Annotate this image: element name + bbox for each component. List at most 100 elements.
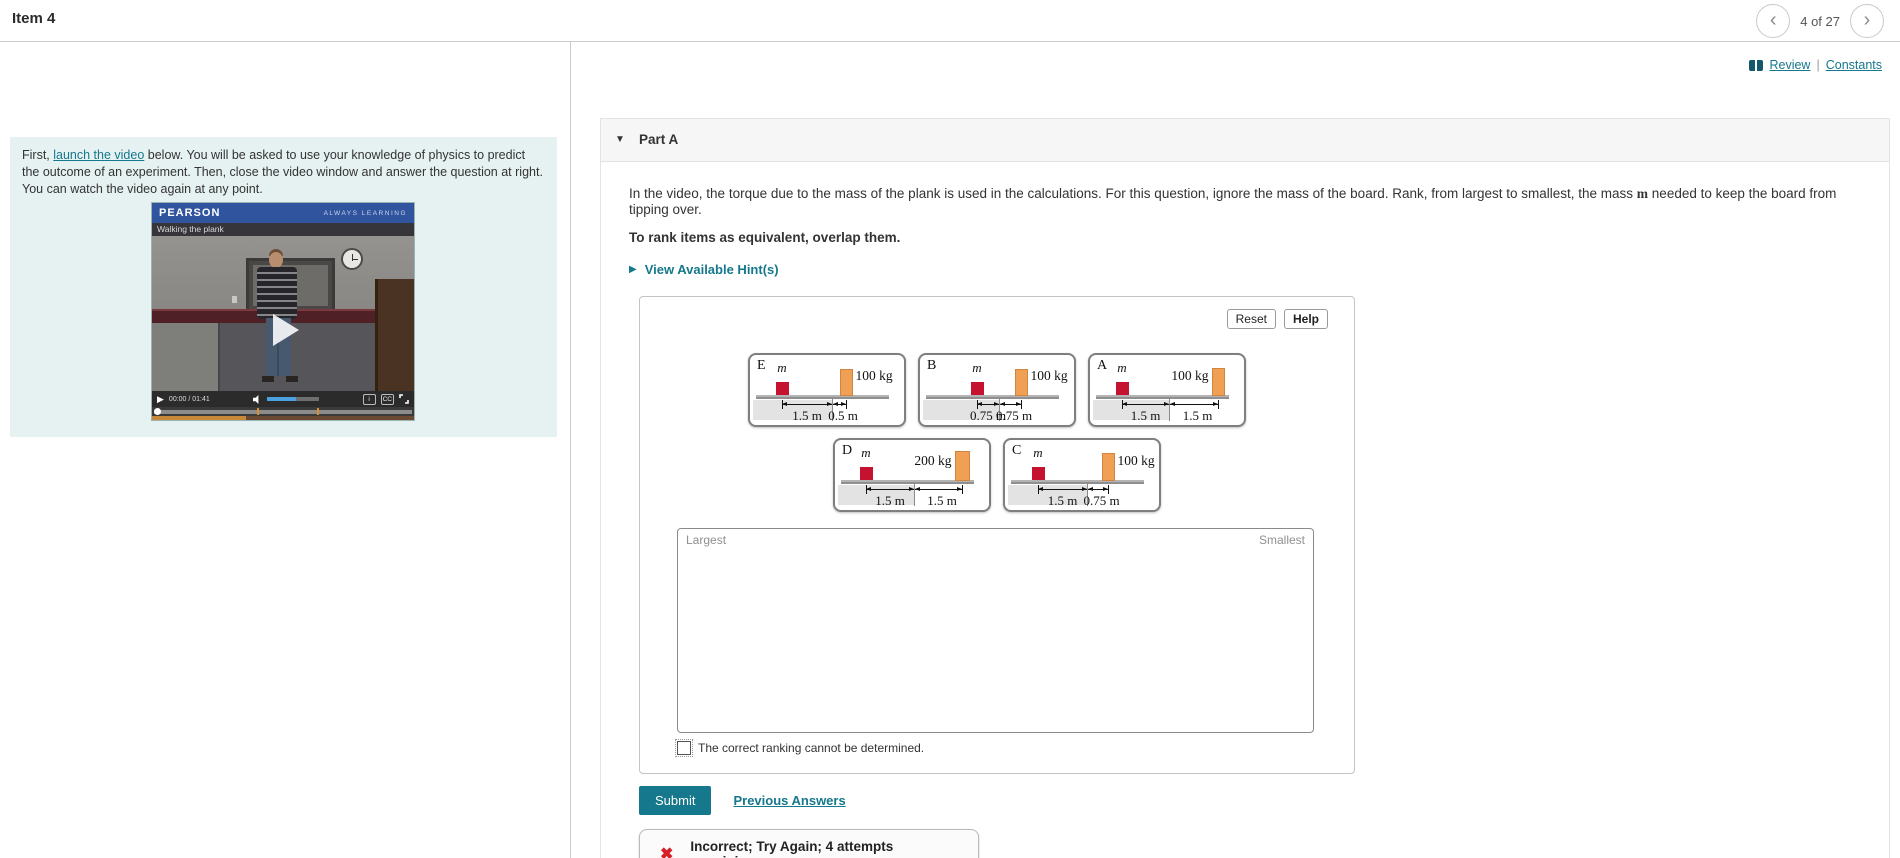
reset-button[interactable]: Reset [1226, 309, 1276, 329]
cannot-determine-row: The correct ranking cannot be determined… [675, 739, 924, 757]
collapse-caret-icon[interactable]: ▼ [615, 134, 625, 145]
dimension-tick [866, 485, 867, 494]
left-dimension-arrow [977, 402, 999, 406]
seek-handle[interactable] [154, 408, 161, 415]
cannot-determine-checkbox[interactable] [675, 739, 693, 757]
left-dimension-arrow [1038, 487, 1087, 491]
video-stage[interactable] [152, 236, 414, 391]
info-button[interactable]: i [362, 393, 376, 405]
video-scene-person-shoe [262, 375, 275, 382]
video-title: Walking the plank [152, 223, 414, 236]
item-letter: B [927, 358, 937, 373]
intro-text: First, launch the video below. You will … [10, 137, 557, 208]
video-load-bar [152, 416, 414, 420]
pearson-logo: PEARSON [159, 207, 221, 219]
dimension-tick [782, 400, 783, 409]
play-button-icon[interactable]: ▶ [157, 394, 164, 404]
launch-video-link[interactable]: launch the video [53, 148, 145, 162]
left-dimension-arrow [782, 402, 832, 406]
known-mass-block [839, 369, 853, 396]
dimension-tick [1122, 400, 1123, 409]
video-scene-door [374, 279, 414, 391]
speaker-icon[interactable] [253, 394, 262, 404]
intro-text-post: below. You will be asked to use your kno… [22, 148, 543, 196]
volume-slider[interactable] [267, 397, 320, 401]
submit-button[interactable]: Submit [639, 786, 712, 815]
dimension-tick [1021, 400, 1022, 409]
ranking-drop-area[interactable]: Largest Smallest [677, 528, 1314, 733]
known-mass-block [1211, 368, 1225, 396]
prev-item-button[interactable]: ‹ [1756, 4, 1791, 38]
dimension-tick [977, 400, 978, 409]
play-overlay-icon[interactable] [272, 313, 299, 346]
right-dimension-arrow [1088, 487, 1108, 491]
book-icon [1749, 59, 1764, 71]
left-distance-label: 1.5 m [1130, 408, 1161, 423]
right-distance-label: 0.75 m [1083, 493, 1120, 508]
plank [1096, 395, 1229, 399]
right-dimension-arrow [1000, 402, 1021, 406]
mass-m-block [1115, 382, 1129, 395]
dimension-tick [1218, 400, 1219, 409]
right-distance-label: 0.75 m [995, 408, 1033, 423]
constants-link[interactable]: Constants [1825, 58, 1882, 72]
video-scene-person-head [268, 251, 283, 268]
rank-instruction: To rank items as equivalent, overlap the… [629, 230, 901, 245]
submit-row: Submit Previous Answers [639, 786, 1869, 815]
right-dimension-arrow [915, 487, 962, 491]
video-seekbar[interactable] [152, 407, 414, 416]
item-letter: D [842, 443, 853, 458]
toolbar-separator: | [1816, 58, 1820, 72]
mass-m-block [859, 467, 873, 480]
mass-m-label: m [861, 445, 871, 460]
plank [841, 480, 974, 484]
mass-m-block [1031, 467, 1045, 480]
feedback-box: ✖ Incorrect; Try Again; 4 attempts remai… [639, 829, 979, 858]
pivot-divider-line [832, 397, 833, 421]
video-scene-drawers [152, 322, 221, 391]
smallest-label: Smallest [1258, 533, 1305, 547]
known-mass-label: 100 kg [1171, 368, 1209, 383]
review-link[interactable]: Review [1769, 58, 1811, 72]
hints-toggle[interactable]: ▶ View Available Hint(s) [629, 262, 1869, 277]
mass-m-label: m [777, 360, 787, 375]
pearson-tagline: ALWAYS LEARNING [323, 209, 407, 217]
top-header: Item 4 ‹ 4 of 27 › [0, 0, 1900, 42]
question-pre: In the video, the torque due to the mass… [629, 186, 1637, 201]
cc-button[interactable]: CC [380, 393, 394, 405]
video-time: 00:00 / 01:41 [168, 395, 210, 403]
item-pager: ‹ 4 of 27 › [1756, 4, 1884, 38]
question-post: needed to keep the board from tipping ov… [629, 186, 1837, 217]
mass-m-block [775, 382, 789, 395]
part-a-title: Part A [639, 132, 679, 147]
fullscreen-icon[interactable] [399, 394, 409, 404]
video-controls: ▶ 00:00 / 01:41 i CC [152, 391, 414, 407]
mass-m-label: m [1033, 445, 1043, 460]
column-divider [570, 42, 571, 858]
left-dimension-arrow [1122, 402, 1169, 406]
previous-answers-link[interactable]: Previous Answers [733, 793, 846, 808]
part-a-header[interactable]: ▼ Part A [601, 119, 1889, 162]
known-mass-label: 100 kg [855, 368, 893, 383]
left-distance-label: 1.5 m [875, 493, 905, 508]
left-distance-label: 1.5 m [792, 408, 822, 423]
video-scene-outlet [230, 294, 238, 304]
mass-m-block [970, 382, 984, 395]
left-distance-label: 1.5 m [1047, 493, 1078, 508]
hints-caret-icon: ▶ [629, 264, 637, 275]
video-player[interactable]: PEARSON ALWAYS LEARNING Walking the plan… [152, 203, 414, 420]
help-button[interactable]: Help [1283, 309, 1328, 329]
video-scene-person-shoe [285, 375, 298, 382]
video-scene-clock [340, 248, 363, 271]
mass-m-label: m [1117, 360, 1127, 375]
next-item-button[interactable]: › [1850, 4, 1884, 38]
video-brand-bar: PEARSON ALWAYS LEARNING [152, 203, 414, 223]
